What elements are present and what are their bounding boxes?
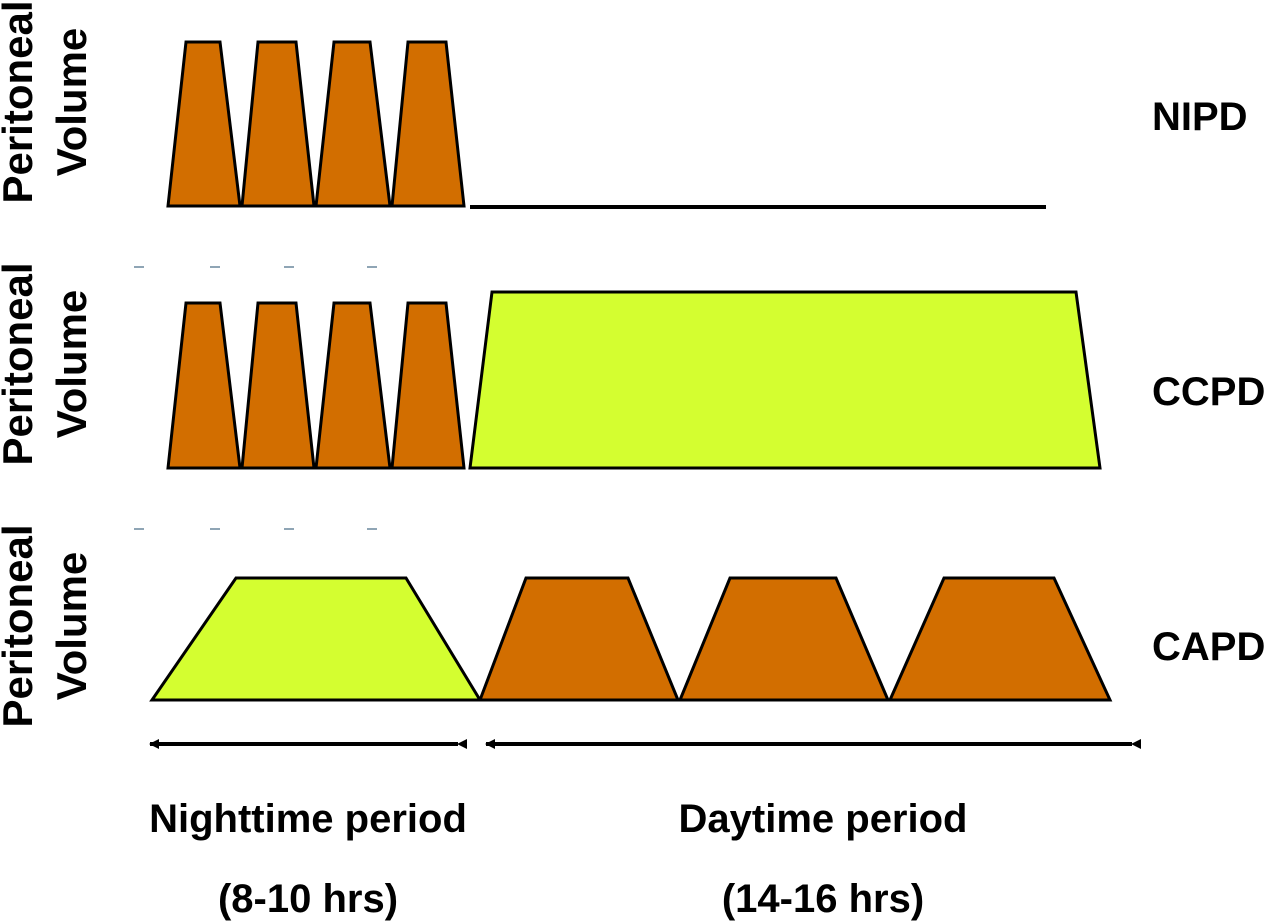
nipd-night-cycle-2: [240, 40, 316, 208]
ccpd-night-cycle-2: [240, 301, 316, 470]
nighttime-period-label: Nighttime period: [149, 797, 467, 841]
nipd-night-cycle-4: [390, 40, 466, 208]
mode-label-ccpd: CCPD: [1152, 370, 1265, 414]
y-axis-label-row-2: Peritoneal Volume: [0, 262, 95, 465]
y-axis-label-row-3: Peritoneal Volume: [0, 524, 95, 727]
nipd-night-cycle-3: [314, 40, 392, 208]
row-nipd: Peritoneal Volume NIPD: [0, 0, 1248, 209]
mode-label-nipd: NIPD: [1152, 95, 1248, 139]
capd-night-long-dwell: [149, 576, 483, 702]
ccpd-day-long-dwell: [468, 290, 1102, 470]
row-capd: Peritoneal Volume CAPD: [0, 524, 1265, 727]
capd-day-exchange-3: [887, 576, 1113, 702]
y-axis-label-line-2: Volume: [48, 28, 95, 177]
nighttime-duration-label: (8-10 hrs): [218, 877, 398, 921]
y-axis-label-line-1: Peritoneal: [0, 0, 41, 203]
y-axis-label-line-1: Peritoneal: [0, 262, 41, 465]
ccpd-night-cycle-4: [390, 301, 466, 470]
y-axis-label-row-1: Peritoneal Volume: [0, 0, 95, 203]
mode-label-capd: CAPD: [1152, 625, 1265, 669]
y-axis-label-line-1: Peritoneal: [0, 524, 41, 727]
ccpd-night-cycle-3: [314, 301, 392, 470]
y-axis-label-line-2: Volume: [48, 290, 95, 439]
y-axis-label-line-2: Volume: [48, 552, 95, 701]
daytime-period-label: Daytime period: [679, 797, 968, 841]
ccpd-night-cycle-1: [166, 301, 242, 470]
capd-day-exchange-1: [477, 576, 681, 702]
row-ccpd: Peritoneal Volume CCPD: [0, 262, 1265, 470]
capd-day-exchange-2: [677, 576, 891, 702]
nipd-night-cycle-1: [166, 40, 242, 208]
daytime-duration-label: (14-16 hrs): [722, 877, 924, 921]
